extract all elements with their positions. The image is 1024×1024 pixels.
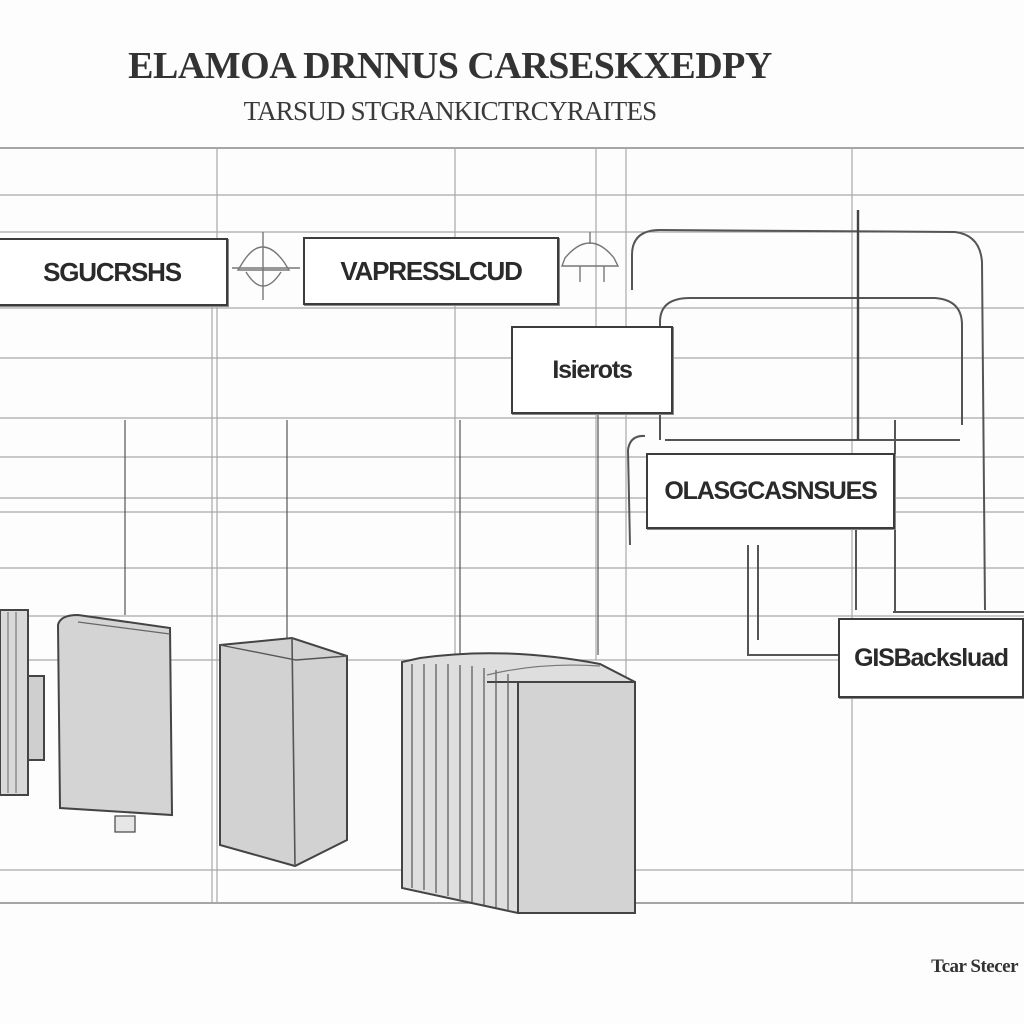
server-cabinets [0,609,636,915]
label-box-olasgcasnsues: OLASGCASNSUES [646,453,895,529]
label-box-sgucrshs: SGUCRSHS [0,238,228,306]
label-box-vapresslcud: VAPRESSLCUD [303,237,559,305]
connector-glyphs [232,232,620,300]
label-box-gisbacksluad: GISBacksluad [838,618,1024,698]
cabinet-middle [219,636,348,868]
cabinet-left [56,613,174,833]
label-box-isierots: Isierots [511,326,673,414]
diagram-subtitle: TARSUD STGRANKICTRCYRAITES [243,96,658,126]
rounded-frames [626,210,1024,656]
diagram-title: ELAMOA DRNNUS CARSESKXEDPY [128,45,772,87]
cabinet-far-left [0,609,45,796]
cabinet-right [401,652,636,915]
footer-note: Tcar Stecer [931,956,1018,977]
